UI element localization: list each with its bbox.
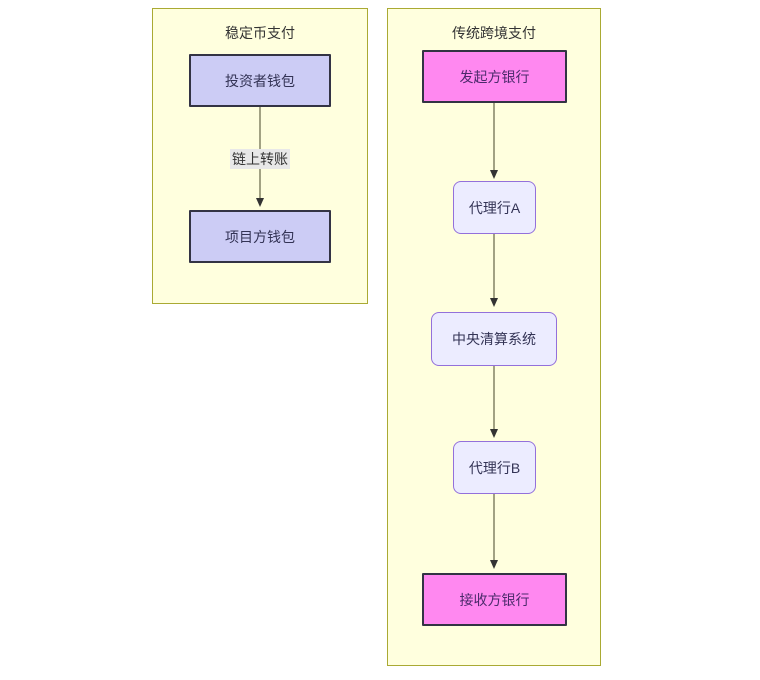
edge-label-on-chain-transfer: 链上转账 bbox=[230, 149, 290, 169]
node-originating-bank[interactable]: 发起方银行 bbox=[422, 50, 567, 103]
node-investor-wallet-label: 投资者钱包 bbox=[225, 72, 295, 89]
node-correspondent-bank-a[interactable]: 代理行A bbox=[453, 181, 536, 234]
node-investor-wallet[interactable]: 投资者钱包 bbox=[189, 54, 331, 107]
subgraph-traditional-title: 传统跨境支付 bbox=[452, 25, 536, 41]
node-central-clearing-system-label: 中央清算系统 bbox=[452, 331, 536, 347]
node-central-clearing-system[interactable]: 中央清算系统 bbox=[431, 312, 557, 366]
node-correspondent-bank-b-label: 代理行B bbox=[468, 459, 521, 476]
node-project-wallet-label: 项目方钱包 bbox=[225, 228, 295, 245]
node-correspondent-bank-b[interactable]: 代理行B bbox=[453, 441, 536, 494]
node-project-wallet[interactable]: 项目方钱包 bbox=[189, 210, 331, 263]
node-correspondent-bank-a-label: 代理行A bbox=[468, 199, 521, 216]
node-receiving-bank[interactable]: 接收方银行 bbox=[422, 573, 567, 626]
subgraph-stablecoin-title: 稳定币支付 bbox=[225, 25, 295, 41]
node-receiving-bank-label: 接收方银行 bbox=[459, 591, 530, 608]
node-originating-bank-label: 发起方银行 bbox=[459, 68, 530, 85]
